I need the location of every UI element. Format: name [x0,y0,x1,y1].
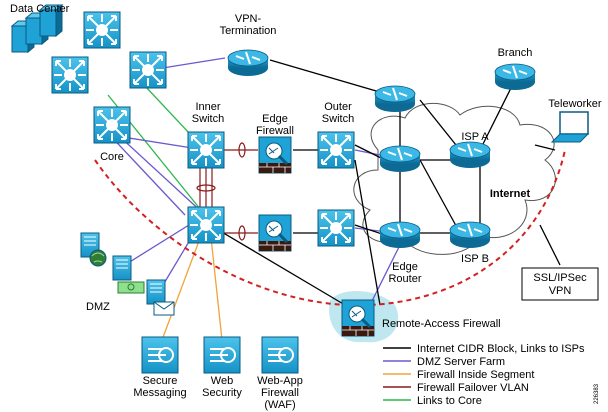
label-edge-firewall-2: Firewall [256,125,294,137]
teleworker-laptop [550,111,590,143]
legend-label: Internet CIDR Block, Links to ISPs [417,343,585,355]
edge-firewall-bottom [257,213,293,253]
label-data-center: Data Center [10,3,70,15]
inside-segment [161,224,223,341]
legend-label: Firewall Inside Segment [417,369,534,381]
legend-label: Links to Core [417,395,482,407]
dc-switch-3 [129,51,167,89]
internet-links [214,59,561,306]
label-ssl-vpn-2: VPN [549,285,572,297]
label-web-security-2: Security [202,387,242,399]
edge-firewall-top [257,135,293,175]
label-waf-3: (WAF) [264,399,295,411]
isp-a-router [449,141,491,169]
label-secure-messaging-2: Messaging [133,387,186,399]
label-isp-a: ISP A [461,131,489,143]
vpn-path [94,149,566,307]
label-teleworker: Teleworker [548,98,602,110]
legend-label: DMZ Server Farm [417,356,505,368]
dc-switch-2 [51,56,89,94]
outer-switch-bottom [317,209,355,247]
label-outer-switch-1: Outer [324,101,352,113]
label-waf-1: Web-App [257,375,303,387]
dc-switch-1 [83,11,121,49]
label-vpn-termination-1: VPN- [235,13,262,25]
label-inner-switch-2: Switch [192,113,224,125]
label-inner-switch-1: Inner [195,101,220,113]
isp-b-router [449,221,491,249]
label-ssl-vpn-1: SSL/IPSec [533,272,587,284]
label-outer-switch-2: Switch [322,113,354,125]
vpn-termination-router [227,49,269,77]
edge-router-top-1 [374,85,416,113]
label-internet: Internet [490,188,531,200]
web-security-appliance [203,336,241,374]
waf-appliance [261,336,299,374]
outer-switch-top [317,131,355,169]
label-remote-access-firewall: Remote-Access Firewall [382,318,501,330]
figure-id: 226383 [594,383,600,404]
inner-switch-bottom [187,206,225,244]
label-isp-b: ISP B [461,253,489,265]
legend-label: Firewall Failover VLAN [417,382,529,394]
label-dmz: DMZ [86,301,110,313]
failover-links [196,142,258,241]
edge-router-bottom [379,221,421,249]
ssl-vpn-callout: SSL/IPSec VPN [521,267,599,301]
edge-router-top-2 [379,145,421,173]
label-edge-router-1: Edge [392,261,418,273]
remote-access-firewall [340,298,376,338]
dmz-servers [80,232,175,316]
secure-messaging-appliance [141,336,179,374]
label-web-security-1: Web [211,375,233,387]
label-vpn-termination-2: Termination [220,25,277,37]
branch-router [494,63,536,91]
data-center-servers [10,3,64,54]
label-waf-2: Firewall [261,387,299,399]
core-switch [93,106,131,144]
internet-cloud [353,102,556,255]
label-secure-messaging-1: Secure [143,375,178,387]
label-edge-router-2: Router [388,273,421,285]
inner-switch-top [187,131,225,169]
label-branch: Branch [498,47,533,59]
label-core: Core [100,151,124,163]
label-edge-firewall-1: Edge [262,113,288,125]
